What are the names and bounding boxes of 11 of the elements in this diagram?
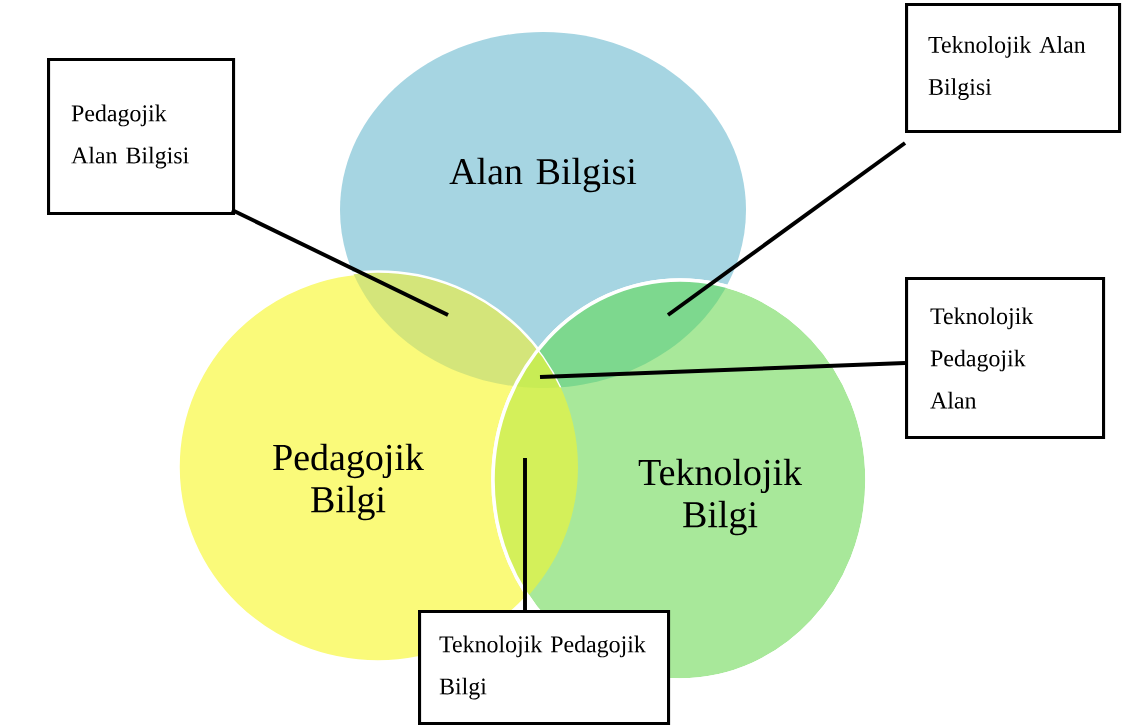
leader-line <box>231 208 449 317</box>
label-box: Teknolojik Pedagojik Alan <box>905 277 1106 440</box>
label-box: Teknolojik Alan Bilgisi <box>905 3 1122 134</box>
leader-line <box>666 141 907 317</box>
label-box: Pedagojik Alan Bilgisi <box>47 58 236 216</box>
circle-label: Teknolojik Bilgi <box>638 458 803 536</box>
leader-line <box>523 458 527 610</box>
circle-label: Pedagojik Bilgi <box>273 443 424 521</box>
leader-line <box>539 361 906 379</box>
label-box: Teknolojik Pedagojik Bilgi <box>418 610 671 726</box>
circle-label: Alan Bilgisi <box>449 157 637 193</box>
